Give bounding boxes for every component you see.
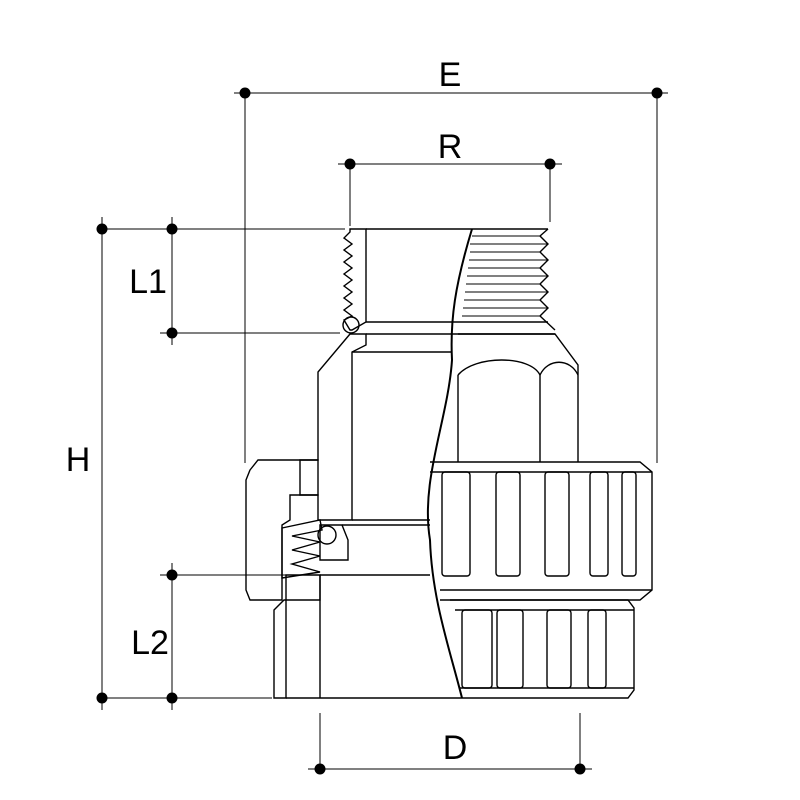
- label-r: R: [438, 128, 463, 166]
- body-section: [299, 333, 367, 521]
- grip-slot: [587, 609, 607, 689]
- union-nut-exterior: [430, 461, 653, 601]
- grip-slot: [589, 471, 609, 577]
- grip-slot: [495, 471, 521, 577]
- o-ring-lower: [317, 525, 337, 545]
- dimension-l1: [160, 217, 340, 345]
- union-nut-section: [245, 459, 319, 601]
- dimension-e: [234, 87, 668, 463]
- dimension-d: [308, 713, 592, 775]
- section-view: [245, 228, 470, 699]
- male-thread-exterior: [458, 228, 556, 335]
- grip-slot: [621, 471, 637, 577]
- grip-slot: [441, 471, 471, 577]
- nut-thread-section: [281, 519, 323, 579]
- label-h: H: [66, 441, 91, 479]
- o-ring-upper: [342, 316, 360, 334]
- dimension-r: [338, 158, 562, 226]
- dimension-l2: [160, 563, 318, 710]
- break-line: [426, 228, 473, 699]
- label-l2: L2: [131, 624, 169, 662]
- grip-slot: [461, 609, 493, 689]
- dimension-lines: [96, 87, 668, 775]
- seat-section: [319, 524, 349, 561]
- lower-body-section: [273, 574, 321, 699]
- grip-slot: [544, 471, 570, 577]
- label-e: E: [439, 56, 462, 94]
- grip-slot: [496, 609, 524, 689]
- exterior-view: [430, 228, 653, 699]
- dimension-h: [96, 217, 345, 710]
- label-d: D: [443, 729, 468, 767]
- hex-body-exterior: [455, 333, 579, 462]
- dimension-labels: E R L1 H L2 D: [66, 56, 468, 767]
- male-thread-section: [342, 228, 367, 331]
- lower-ring-exterior: [450, 599, 635, 699]
- grip-slot: [546, 609, 572, 689]
- label-l1: L1: [129, 263, 167, 301]
